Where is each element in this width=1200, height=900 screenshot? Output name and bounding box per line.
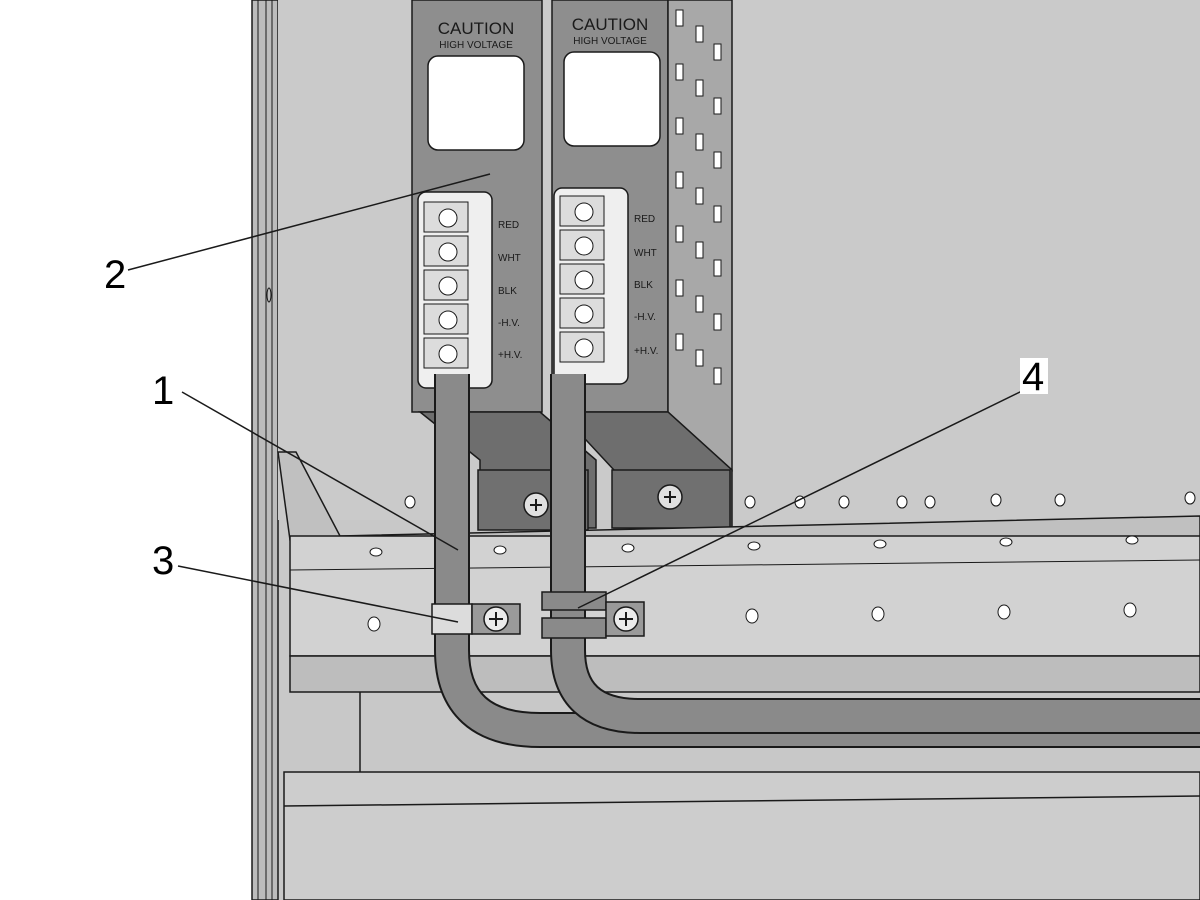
terminal-labels-left: RED WHT BLK -H.V. +H.V. — [498, 220, 522, 361]
terminal-label: BLK — [634, 280, 653, 291]
terminal-label: +H.V. — [634, 346, 658, 357]
power-supply-module-right: CAUTION HIGH VOLTAGE RED WHT BLK -H.V. +… — [551, 0, 733, 529]
callout-4-background — [1020, 358, 1048, 394]
screw-icon — [657, 484, 683, 510]
left-white-margin — [0, 0, 252, 900]
warning-subtitle: HIGH VOLTAGE — [573, 36, 647, 47]
bottom-cable-duct — [283, 771, 1200, 900]
callout-number-2: 2 — [104, 253, 126, 297]
rail-holes — [367, 491, 1196, 632]
terminal-label: WHT — [498, 253, 521, 264]
warning-title: CAUTION — [438, 19, 515, 38]
screw-icon — [619, 612, 633, 626]
leader-line-1 — [181, 391, 459, 551]
terminal-label: -H.V. — [498, 318, 520, 329]
screw-icon — [523, 492, 549, 518]
cable-clamp-left — [431, 603, 521, 635]
callout-number-4: 4 — [1022, 355, 1044, 399]
terminal-label: RED — [634, 214, 655, 225]
callout-number-3: 3 — [152, 539, 174, 583]
terminal-labels-right: RED WHT BLK -H.V. +H.V. — [634, 214, 658, 357]
high-voltage-cables — [434, 374, 1200, 748]
callout-number-1: 1 — [152, 369, 174, 413]
enclosure-side-frame — [251, 0, 279, 900]
cable-clamp-right — [541, 591, 645, 639]
leader-line-3 — [177, 565, 459, 623]
screw-icon — [489, 612, 503, 626]
terminal-label: RED — [498, 220, 519, 231]
terminal-block-screws-left — [423, 201, 469, 369]
terminal-label: -H.V. — [634, 312, 656, 323]
callout-leader-lines — [127, 173, 1025, 623]
warning-label-window — [563, 51, 661, 147]
warning-label-window — [427, 55, 525, 151]
terminal-label: +H.V. — [498, 350, 522, 361]
terminal-label: WHT — [634, 248, 657, 259]
warning-title: CAUTION — [572, 15, 649, 34]
vent-slots — [675, 9, 722, 385]
leader-line-4 — [577, 389, 1025, 609]
callout-numbers: 1 2 3 4 — [104, 253, 1048, 583]
leader-line-2 — [127, 173, 491, 271]
terminal-label: BLK — [498, 286, 517, 297]
warning-subtitle: HIGH VOLTAGE — [439, 40, 513, 51]
terminal-block-screws-right — [559, 195, 605, 363]
